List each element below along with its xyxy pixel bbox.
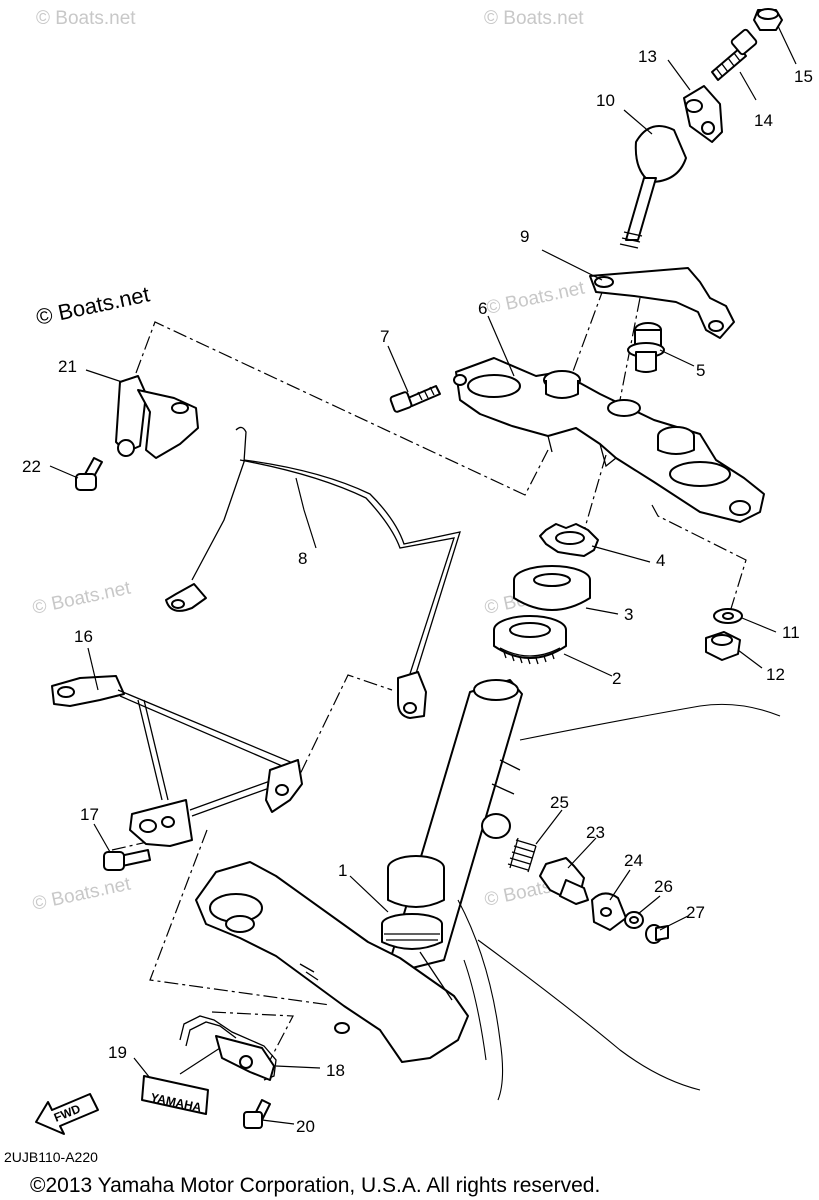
headlight-stay-16 — [51, 675, 303, 847]
plate-24 — [591, 892, 627, 931]
watermark: © Boats.net — [484, 8, 584, 29]
ring-nut-4 — [539, 523, 599, 557]
callout-number: 15 — [794, 67, 813, 86]
upper-bracket-6 — [453, 357, 765, 523]
bolt-20 — [243, 1099, 271, 1129]
bolt-5 — [627, 322, 665, 373]
callout-number: 14 — [754, 111, 773, 130]
callout-number: 25 — [550, 793, 569, 812]
callout-number: 22 — [22, 457, 41, 476]
clamp-13 — [683, 85, 723, 143]
speedometer-cable-8 — [165, 426, 461, 719]
bolt-14 — [711, 28, 758, 81]
callout-number: 3 — [624, 605, 633, 624]
callout-number: 27 — [686, 903, 705, 922]
handle-holder-10 — [619, 125, 687, 249]
watermark-dark: © Boats.net — [34, 281, 152, 329]
bearing-race-3 — [513, 565, 591, 611]
watermark: © Boats.net — [485, 278, 587, 319]
forward-arrow: FWD — [35, 1093, 99, 1135]
nut-12 — [705, 631, 741, 661]
leader-lines — [49, 25, 797, 1125]
callout-number: 10 — [596, 91, 615, 110]
screw-27 — [645, 924, 669, 944]
bolt-17 — [103, 849, 151, 871]
washer-11 — [713, 608, 743, 624]
callout-number: 8 — [298, 549, 307, 568]
diagram-code: 2UJB110-A220 — [4, 1149, 98, 1165]
callout-number: 21 — [58, 357, 77, 376]
watermark: © Boats.net — [31, 578, 133, 619]
cap-nut-15 — [753, 8, 783, 31]
callout-number: 4 — [656, 551, 665, 570]
callout-number: 26 — [654, 877, 673, 896]
lock-plunger-23 — [539, 857, 589, 905]
callout-number: 6 — [478, 299, 487, 318]
steering-stem-1 — [195, 679, 523, 1063]
callout-number: 1 — [338, 861, 347, 880]
callout-number: 17 — [80, 805, 99, 824]
callout-number: 23 — [586, 823, 605, 842]
callout-number: 9 — [520, 227, 529, 246]
watermark-group: © Boats.net © Boats.net © Boats.net © Bo… — [31, 8, 587, 915]
callout-number: 13 — [638, 47, 657, 66]
callout-number: 2 — [612, 669, 621, 688]
callout-number: 20 — [296, 1117, 315, 1136]
bracket-9 — [589, 267, 735, 339]
callout-number: 16 — [74, 627, 93, 646]
washer-26 — [624, 911, 644, 929]
spring-25 — [507, 837, 537, 873]
yamaha-decal-19: YAMAHA — [141, 1075, 209, 1115]
frame-outline — [457, 703, 781, 1101]
callout-number: 5 — [696, 361, 705, 380]
callout-number: 19 — [108, 1043, 127, 1062]
callout-number: 12 — [766, 665, 785, 684]
watermark: © Boats.net — [31, 874, 133, 915]
callout-number: 7 — [380, 327, 389, 346]
clip-18 — [179, 1015, 277, 1081]
watermark: © Boats.net — [36, 8, 136, 29]
callout-number: 18 — [326, 1061, 345, 1080]
callout-number: 24 — [624, 851, 643, 870]
bolt-7 — [389, 385, 441, 413]
bearing-2 — [493, 615, 567, 665]
callout-labels: 1 2 3 4 5 6 7 8 9 10 11 12 13 14 15 16 1… — [22, 47, 813, 1136]
copyright-notice: ©2013 Yamaha Motor Corporation, U.S.A. A… — [30, 1174, 600, 1197]
bolt-22 — [75, 457, 103, 491]
callout-number: 11 — [782, 623, 800, 642]
bracket-21 — [115, 375, 199, 459]
